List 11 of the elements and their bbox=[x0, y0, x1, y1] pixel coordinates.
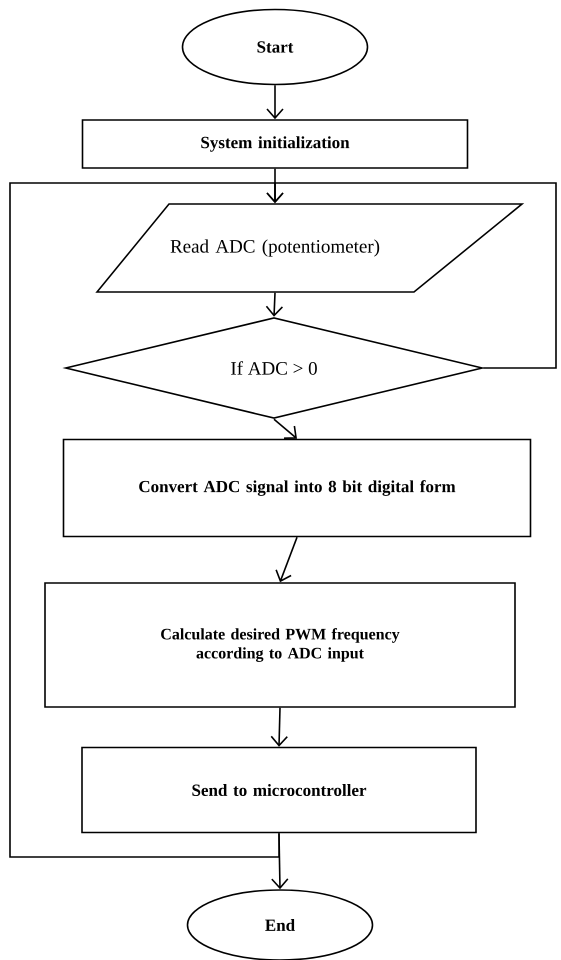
terminal-oval: Start bbox=[182, 8, 368, 86]
arrow bbox=[266, 292, 283, 317]
process-box: Convert ADC signal into 8 bit digital form bbox=[62, 438, 532, 538]
process-box: Calculate desired PWM frequency according to ADC input bbox=[44, 582, 516, 708]
arrow bbox=[9, 182, 284, 858]
arrow bbox=[266, 85, 284, 120]
process-box: Send to microcontroller bbox=[81, 746, 477, 834]
arrow bbox=[273, 418, 297, 439]
arrow bbox=[270, 708, 288, 747]
arrow bbox=[275, 537, 298, 582]
process-box: System initialization bbox=[82, 119, 468, 169]
